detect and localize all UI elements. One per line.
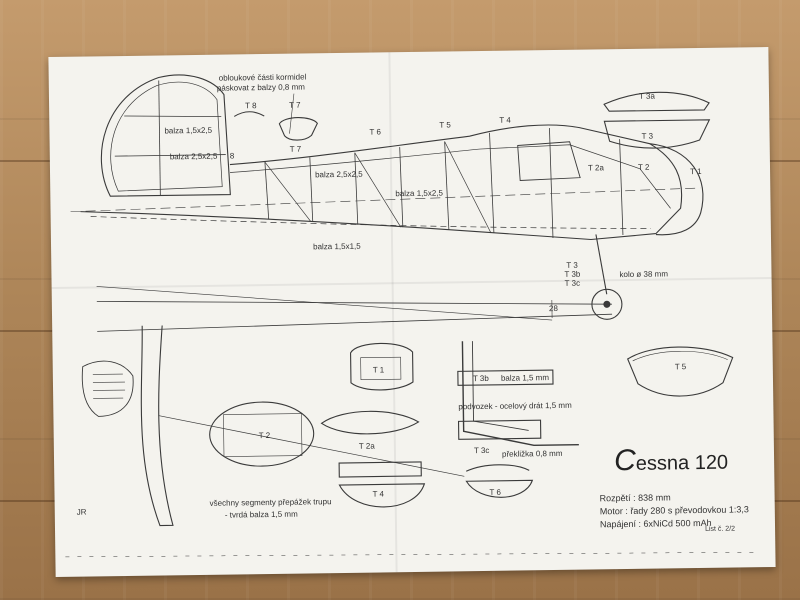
label-part-t4: T 4: [372, 489, 385, 499]
label-t5: T 5: [439, 120, 451, 130]
label-segmenty-1: všechny segmenty přepážek trupu: [209, 497, 332, 508]
label-balza-15x25: balza 1,5x2,5: [164, 125, 213, 136]
plan-sheet: obloukové části kormidel páskovat z balz…: [48, 46, 776, 578]
part-t5: [626, 346, 734, 397]
label-part-t3b-text: balza 1,5 mm: [500, 373, 550, 383]
part-t7: [278, 117, 318, 141]
label-dim-28: 28: [548, 303, 558, 314]
label-part-t3c: T 3c: [473, 445, 490, 456]
part-t6-bar: [465, 464, 530, 472]
spec-motor: Motor : řady 280 s převodovkou 1:3,3: [599, 504, 749, 517]
wing-curve: [140, 325, 174, 527]
cessna-drawing: [65, 74, 756, 558]
label-t7-b: T 7: [289, 144, 302, 154]
label-t6: T 6: [369, 127, 381, 137]
label-balza-15x15: balza 1,5x1,5: [313, 241, 361, 252]
part-t6: [465, 479, 534, 498]
label-t8: T 8: [245, 101, 257, 111]
label-part-t1: T 1: [372, 365, 385, 375]
label-t3a: T 3a: [638, 91, 655, 101]
cabin-window: [517, 141, 581, 181]
label-t2a: T 2a: [587, 163, 604, 173]
part-t3: [603, 119, 711, 149]
label-t3-stack: T 3: [566, 260, 578, 270]
part-t4-bar: [338, 461, 422, 478]
label-t8-small: 8: [229, 151, 235, 161]
label-kormidel: obloukové části kormidel: [218, 72, 307, 83]
part-t8: [233, 111, 265, 117]
engine-cowling: [81, 360, 134, 417]
label-part-t5: T 5: [674, 362, 687, 372]
label-balza-15x25-b: balza 1,5x2,5: [395, 188, 443, 199]
sheet-number: List č. 2/2: [705, 525, 736, 533]
label-kolo: kolo ø 38 mm: [619, 269, 669, 280]
fuselage-top: [229, 124, 683, 234]
signature-mark: JR: [76, 507, 87, 517]
part-t3a: [603, 91, 710, 112]
label-part-t2a: T 2a: [358, 441, 375, 451]
label-t1: T 1: [690, 166, 702, 177]
label-t7-a: T 7: [289, 100, 301, 110]
nose-outline: [649, 143, 704, 236]
part-t1: [350, 342, 414, 391]
label-kormidel-2: páskovat z balzy 0,8 mm: [216, 82, 305, 93]
label-part-t6: T 6: [489, 487, 502, 497]
gear-wire: [461, 341, 579, 447]
label-part-t2: T 2: [258, 430, 271, 441]
part-t3c: [457, 419, 542, 440]
label-podvozek: podvozek - ocelový drát 1,5 mm: [458, 400, 572, 412]
label-t2: T 2: [637, 162, 650, 172]
label-t4: T 4: [499, 115, 511, 125]
label-balza-25x25-b: balza 2,5x2,5: [315, 169, 363, 180]
title-initial: C: [613, 443, 636, 478]
label-segmenty-2: - tvrdá balza 1,5 mm: [224, 509, 298, 520]
part-t3b: [457, 369, 554, 386]
rudder-outline: [100, 74, 231, 197]
label-balza-25x25: balza 2,5x2,5: [169, 151, 218, 162]
part-t4: [338, 483, 426, 508]
label-part-t3b: T 3b: [472, 373, 489, 384]
rudder-inner: [110, 81, 223, 192]
part-t2: [209, 401, 315, 467]
label-part-t3c-text: překližka 0,8 mm: [501, 448, 563, 459]
landing-gear-strut: [595, 234, 608, 295]
part-t2a: [320, 410, 420, 435]
label-t3b-stack: T 3b: [564, 269, 581, 279]
label-t3: T 3: [641, 131, 654, 141]
title-rest: essna 120: [635, 451, 729, 475]
label-t3c-stack: T 3c: [564, 278, 581, 288]
plan-title: Cessna 120: [614, 443, 728, 479]
fuselage-bottom: [80, 211, 656, 241]
